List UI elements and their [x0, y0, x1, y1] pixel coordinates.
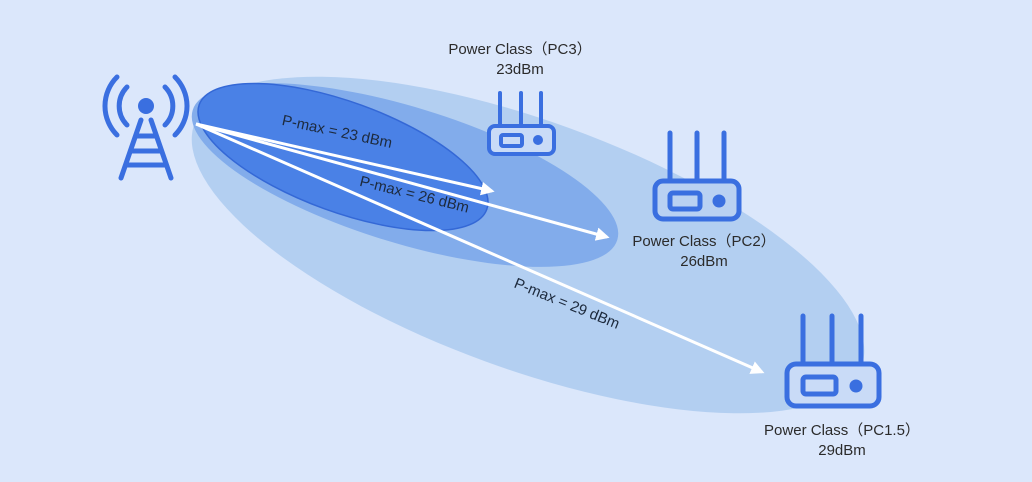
- device-name: Power Class（PC1.5）: [764, 422, 920, 439]
- device-label-pc1-5: Power Class（PC1.5） 29dBm: [742, 421, 942, 461]
- device-name: Power Class（PC3）: [448, 41, 592, 58]
- device-power: 26dBm: [680, 253, 728, 270]
- arrow-pmax-26: [195, 122, 610, 241]
- router-icon: [652, 130, 742, 222]
- cell-tower-icon: [102, 74, 190, 181]
- device-label-pc2: Power Class（PC2） 26dBm: [614, 232, 794, 272]
- device-power: 29dBm: [818, 442, 866, 459]
- arrow-pmax-23: [195, 122, 495, 196]
- device-label-pc3: Power Class（PC3） 23dBm: [430, 40, 610, 80]
- arrow-pmax-29: [195, 122, 765, 374]
- router-icon: [487, 91, 556, 156]
- router-icon: [784, 313, 882, 409]
- device-power: 23dBm: [496, 61, 544, 78]
- device-name: Power Class（PC2）: [632, 233, 776, 250]
